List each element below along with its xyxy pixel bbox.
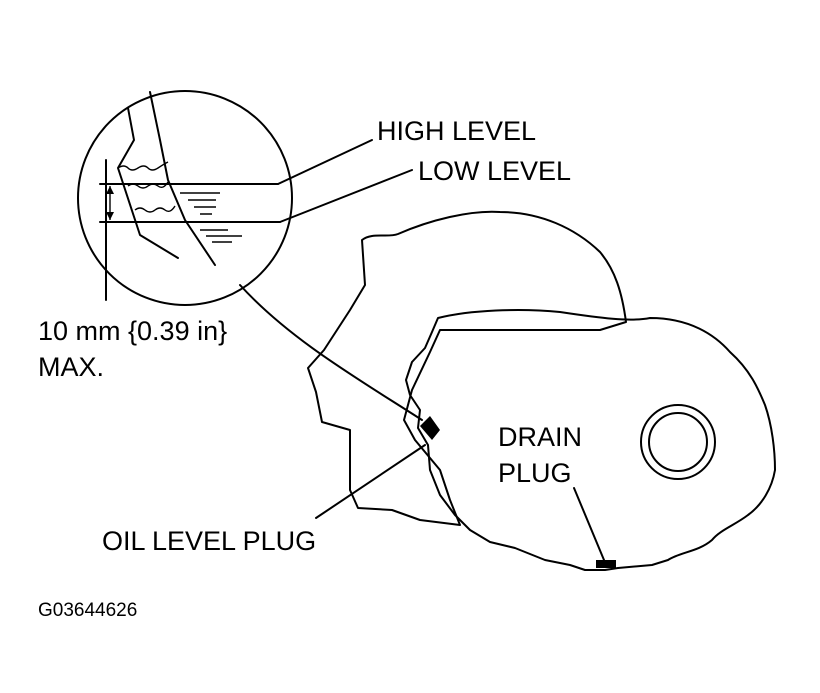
oil-level-plug-label: OIL LEVEL PLUG xyxy=(102,526,316,556)
max-dimension-label: 10 mm {0.39 in} xyxy=(38,316,227,346)
drain-plug-shape xyxy=(596,560,616,568)
high-level-leader xyxy=(277,139,373,185)
max-label: MAX. xyxy=(38,352,104,382)
oil-level-plug-shape xyxy=(420,416,440,440)
drain-label: DRAIN xyxy=(498,422,582,452)
oil-level-plug-leader xyxy=(315,444,426,519)
low-level-label: LOW LEVEL xyxy=(418,156,571,186)
case-bore-inner xyxy=(648,412,708,472)
magnifier-connector xyxy=(239,284,423,421)
drain-plug-leader xyxy=(573,487,605,561)
transmission-case-outline xyxy=(405,309,776,571)
high-level-label: HIGH LEVEL xyxy=(377,116,536,146)
figure-code: G03644626 xyxy=(38,600,137,621)
magnifier-interior xyxy=(99,91,281,301)
case-bore-outer xyxy=(640,404,716,480)
plug-label: PLUG xyxy=(498,458,572,488)
magnifier-circle xyxy=(77,90,293,306)
rear-housing-outline xyxy=(307,210,627,526)
low-level-leader xyxy=(279,169,413,223)
